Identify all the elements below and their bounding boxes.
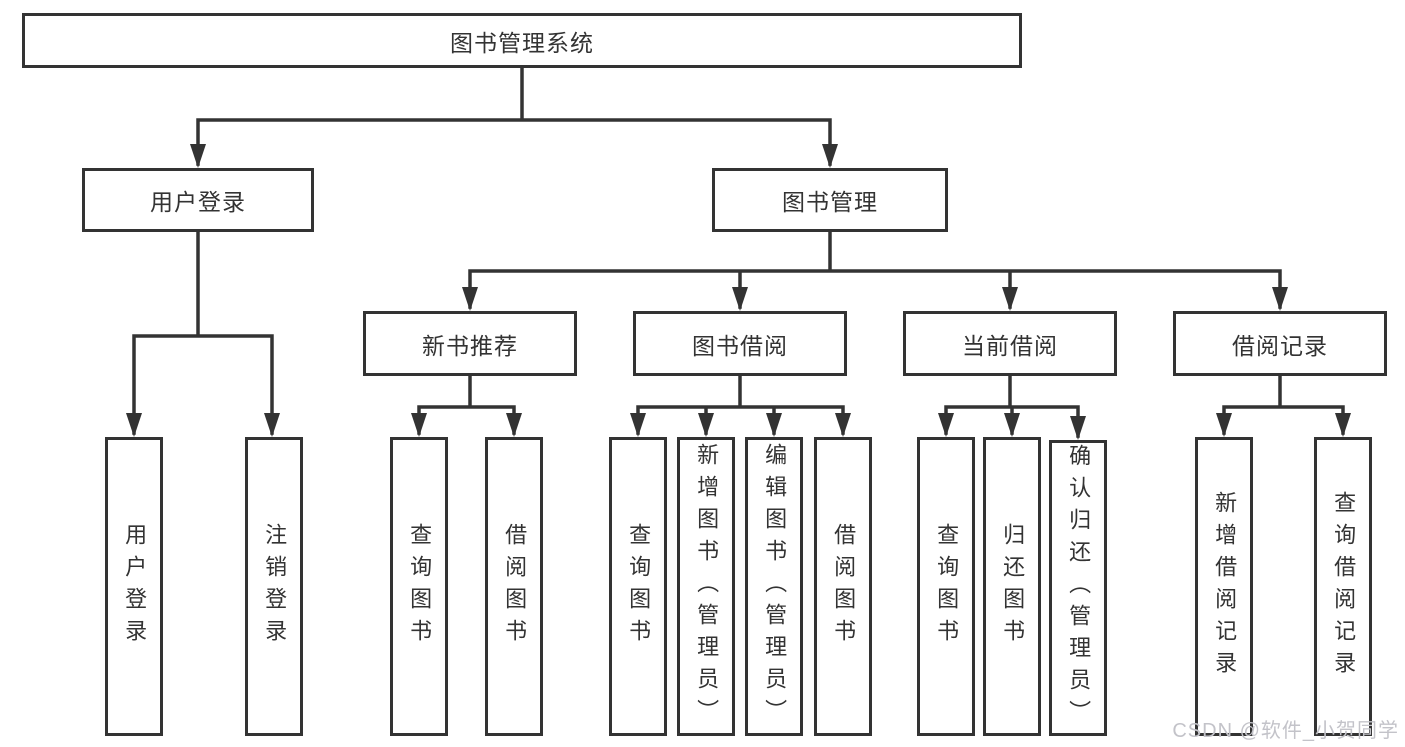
node-root-system: 图书管理系统 [22,13,1022,68]
arrowhead [938,413,954,437]
node-borrow-records: 借阅记录 [1173,311,1387,376]
arrowhead [766,413,782,437]
node-current-borrowing-label: 当前借阅 [962,332,1058,359]
connector-book-mgmt-to-level3 [468,228,1282,309]
node-root-label: 图书管理系统 [450,29,594,56]
leaf-edit-books-admin: 编辑图书（管理员） [745,437,803,736]
node-new-book-recommend-label: 新书推荐 [422,332,518,359]
leaf-return-books-label: 归还图书 [1000,522,1026,651]
arrowhead [462,287,478,311]
leaf-borrow-books: 借阅图书 [814,437,872,736]
arrowhead [126,413,142,437]
connector-root-to-level2 [196,64,832,166]
leaf-query-books-current: 查询图书 [917,437,975,736]
arrowhead [264,413,280,437]
arrowhead [190,144,206,168]
arrowhead [411,413,427,437]
leaf-user-login: 用户登录 [105,437,163,736]
connector-book-borrow-to-leaves [636,372,845,435]
node-borrow-records-label: 借阅记录 [1232,332,1328,359]
arrowhead [1335,413,1351,437]
connector-user-login-to-leaves [132,228,274,435]
arrowhead [630,413,646,437]
node-book-management: 图书管理 [712,168,948,232]
node-user-login: 用户登录 [82,168,314,232]
leaf-add-borrow-record: 新增借阅记录 [1195,437,1253,736]
node-user-login-label: 用户登录 [150,189,246,215]
leaf-return-books: 归还图书 [983,437,1041,736]
leaf-query-borrow-record: 查询借阅记录 [1314,437,1372,736]
leaf-borrow-books-newbook-label: 借阅图书 [502,522,528,651]
leaf-borrow-books-newbook: 借阅图书 [485,437,543,736]
node-book-borrowing-label: 图书借阅 [692,332,788,359]
arrowhead [1002,287,1018,311]
leaf-query-books-current-label: 查询图书 [934,522,960,651]
arrowhead [1004,413,1020,437]
node-current-borrowing: 当前借阅 [903,311,1117,376]
connector-new-books-to-leaves [417,372,516,435]
leaf-query-books-newbook-label: 查询图书 [407,522,433,651]
arrowhead [835,413,851,437]
arrowhead [506,413,522,437]
arrowhead [698,413,714,437]
leaf-logout: 注销登录 [245,437,303,736]
leaf-query-borrow-record-label: 查询借阅记录 [1331,490,1357,683]
csdn-watermark: CSDN @软件_小贺同学 [1172,720,1399,742]
connector-borrow-records-to-leaves [1222,372,1345,435]
leaf-query-books-newbook: 查询图书 [390,437,448,736]
leaf-query-books-borrow: 查询图书 [609,437,667,736]
leaf-query-books-borrow-label: 查询图书 [626,522,652,651]
arrowhead [1070,416,1086,440]
node-book-borrowing: 图书借阅 [633,311,847,376]
node-new-book-recommend: 新书推荐 [363,311,577,376]
leaf-edit-books-admin-label: 编辑图书（管理员） [762,442,788,731]
arrowhead [1216,413,1232,437]
leaf-confirm-return-admin: 确认归还（管理员） [1049,440,1107,736]
leaf-add-books-admin-label: 新增图书（管理员） [694,442,720,731]
arrowhead [822,144,838,168]
leaf-user-login-label: 用户登录 [122,522,148,651]
leaf-add-borrow-record-label: 新增借阅记录 [1212,490,1238,683]
node-book-management-label: 图书管理 [782,189,878,215]
leaf-borrow-books-label: 借阅图书 [831,522,857,651]
leaf-add-books-admin: 新增图书（管理员） [677,437,735,736]
leaf-logout-label: 注销登录 [262,522,288,651]
arrowhead [1272,287,1288,311]
arrowhead [732,287,748,311]
leaf-confirm-return-admin-label: 确认归还（管理员） [1066,444,1092,732]
